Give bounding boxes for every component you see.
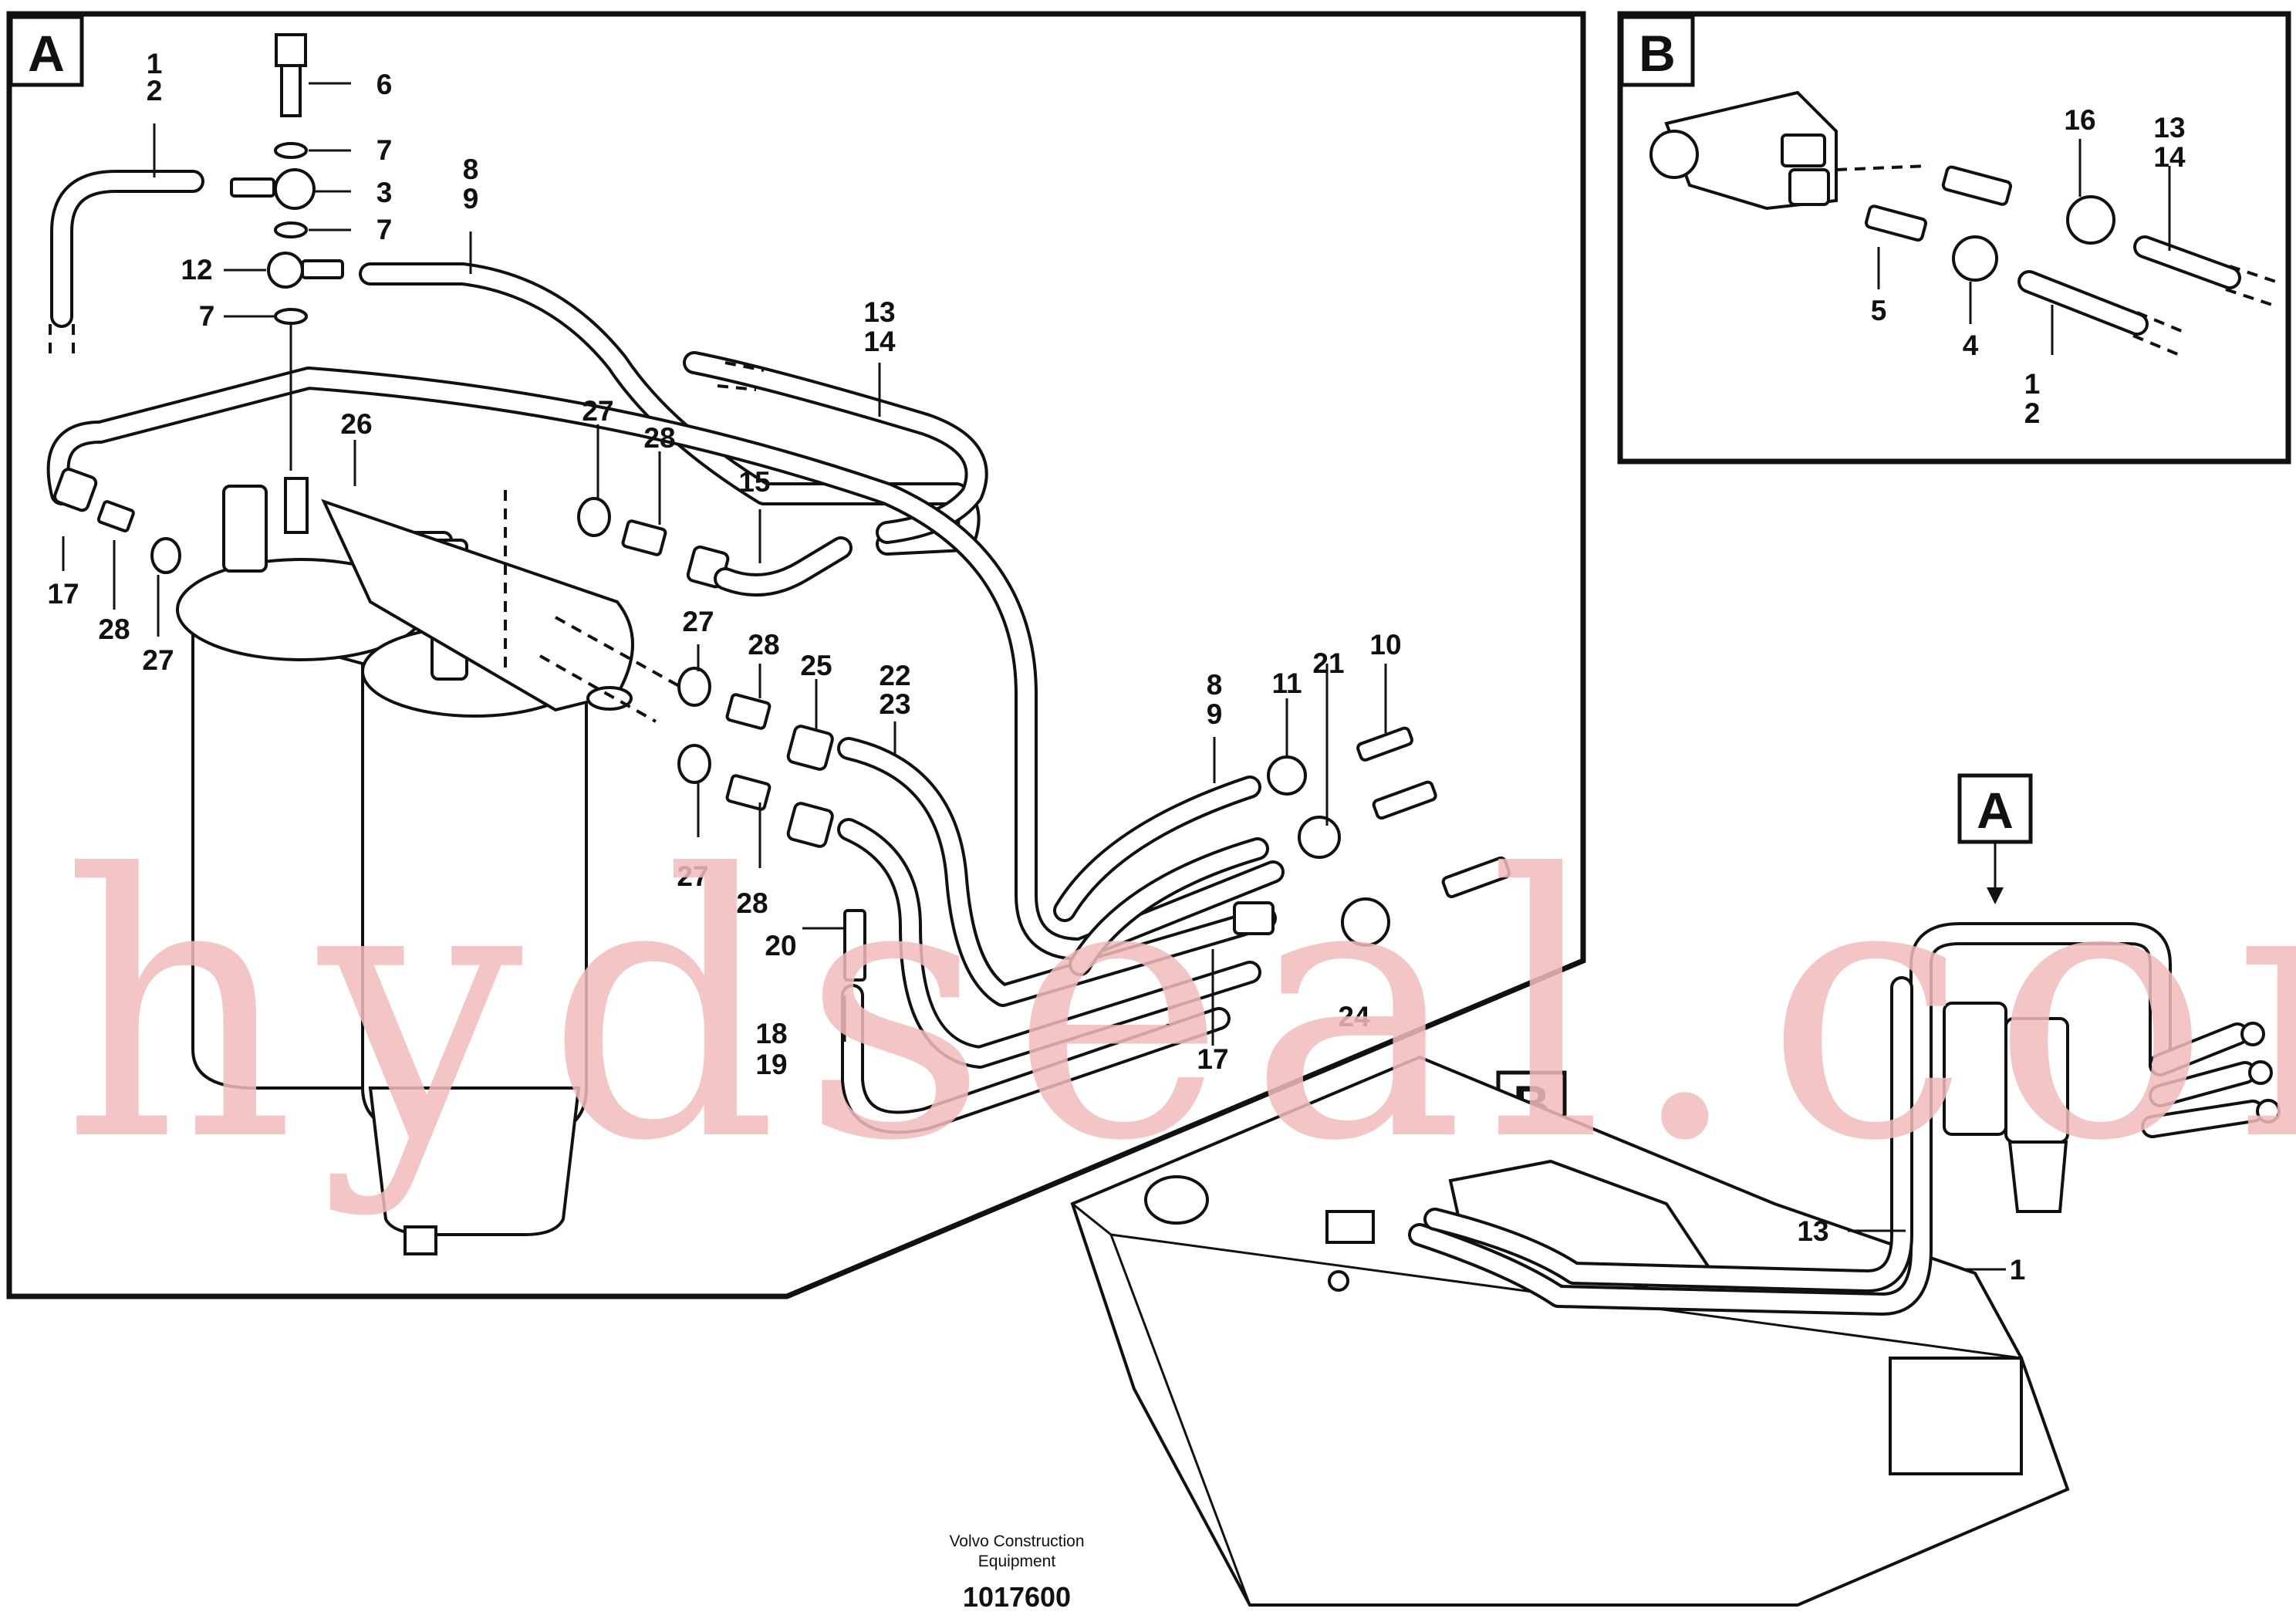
label-8: 8	[1207, 669, 1223, 701]
brand-line-1: Volvo Construction	[949, 1532, 1084, 1550]
label-11: 11	[1271, 667, 1302, 699]
label-5: 5	[1871, 295, 1887, 326]
label-19: 19	[755, 1049, 787, 1080]
view-b-frame: B	[1617, 11, 2291, 465]
label-28: 28	[98, 613, 130, 645]
label-1: 1	[147, 48, 163, 79]
label-13: 13	[863, 296, 895, 328]
label-28: 28	[643, 422, 675, 454]
label-17: 17	[47, 578, 79, 610]
label-10: 10	[1369, 629, 1401, 661]
label-8: 8	[463, 154, 479, 185]
label-24: 24	[1338, 1001, 1370, 1032]
label-20: 20	[765, 930, 796, 961]
label-9: 9	[463, 183, 479, 215]
label-4: 4	[1963, 329, 1979, 361]
view-a-leaders	[62, 82, 1387, 1046]
label-13: 13	[2153, 112, 2185, 144]
label-27: 27	[682, 606, 714, 637]
label-14: 14	[2153, 141, 2186, 173]
label-22: 22	[879, 660, 910, 691]
label-1: 1	[2024, 368, 2041, 400]
overview-a-letter: A	[1977, 782, 2014, 839]
label-7: 7	[376, 214, 393, 245]
label-16: 16	[2064, 104, 2095, 136]
label-27: 27	[582, 395, 613, 427]
label-3: 3	[376, 177, 393, 208]
label-17: 17	[1197, 1043, 1228, 1075]
label-14: 14	[863, 326, 896, 357]
label-23: 23	[879, 688, 910, 720]
view-b-labels: 16 13 14 5 4 1 2	[1871, 104, 2186, 429]
label-1: 1	[2010, 1254, 2026, 1286]
label-2: 2	[2024, 397, 2041, 429]
diagram-number: 1017600	[963, 1581, 1071, 1613]
label-25: 25	[800, 650, 832, 681]
label-27: 27	[677, 860, 708, 892]
view-a-frame: A	[6, 11, 1586, 1299]
label-12: 12	[181, 254, 212, 286]
view-a-drawing	[46, 33, 1511, 1255]
view-b-letter: B	[1639, 25, 1676, 82]
view-a-letter: A	[28, 25, 65, 82]
view-a-labels: 1 2 6 7 3 7 12 7 8 9 13 14 26 27 28 15 1…	[47, 48, 1401, 1080]
label-21: 21	[1312, 647, 1344, 679]
label-2: 2	[147, 75, 163, 106]
label-7: 7	[376, 134, 393, 166]
label-28: 28	[748, 629, 779, 661]
brand-line-2: Equipment	[978, 1553, 1056, 1570]
label-15: 15	[738, 466, 770, 498]
watermark: hydseal.com	[62, 798, 2296, 1220]
footer: Volvo Construction Equipment 1017600	[949, 1532, 1084, 1613]
label-6: 6	[376, 69, 393, 100]
overview-labels: 13 1	[1797, 1215, 2025, 1286]
label-27: 27	[142, 644, 174, 676]
label-28: 28	[736, 887, 768, 919]
overview-drawing: A B	[1070, 773, 2281, 1607]
label-7: 7	[199, 300, 215, 332]
label-9: 9	[1207, 698, 1223, 730]
label-13: 13	[1797, 1215, 1828, 1247]
label-18: 18	[755, 1018, 787, 1049]
view-b-drawing	[1649, 90, 2277, 357]
label-26: 26	[340, 408, 372, 440]
